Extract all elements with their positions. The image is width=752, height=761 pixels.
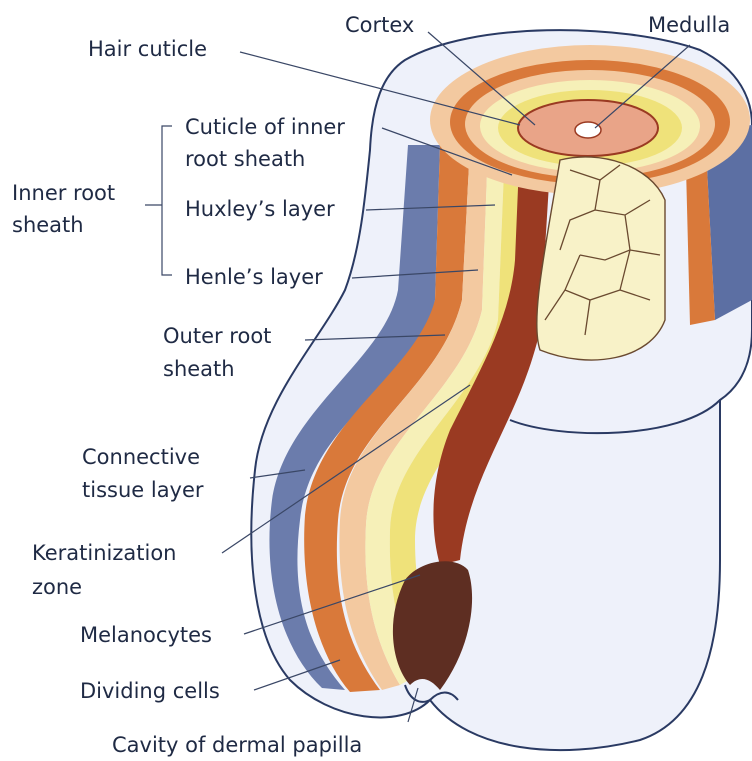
label-dividing-cells: Dividing cells <box>80 679 220 703</box>
label-keratinization-1: Keratinization <box>32 541 176 565</box>
label-henle: Henle’s layer <box>185 265 323 289</box>
label-cuticle-inner-2: root sheath <box>185 147 305 171</box>
label-inner-root-1: Inner root <box>12 181 115 205</box>
label-cuticle-inner-1: Cuticle of inner <box>185 115 345 139</box>
label-connective-2: tissue layer <box>82 478 204 502</box>
label-inner-root-2: sheath <box>12 213 84 237</box>
label-connective-1: Connective <box>82 445 200 469</box>
label-hair-cuticle: Hair cuticle <box>88 37 207 61</box>
label-cortex: Cortex <box>345 13 414 37</box>
medulla-core <box>575 122 601 138</box>
label-medulla: Medulla <box>648 13 730 37</box>
label-melanocytes: Melanocytes <box>80 623 212 647</box>
cut-face-cells <box>537 157 665 360</box>
label-outer-root-1: Outer root <box>163 324 271 348</box>
label-cavity-dermal-papilla: Cavity of dermal papilla <box>112 733 362 757</box>
label-outer-root-2: sheath <box>163 357 235 381</box>
label-keratinization-2: zone <box>32 575 82 599</box>
label-huxley: Huxley’s layer <box>185 197 335 221</box>
